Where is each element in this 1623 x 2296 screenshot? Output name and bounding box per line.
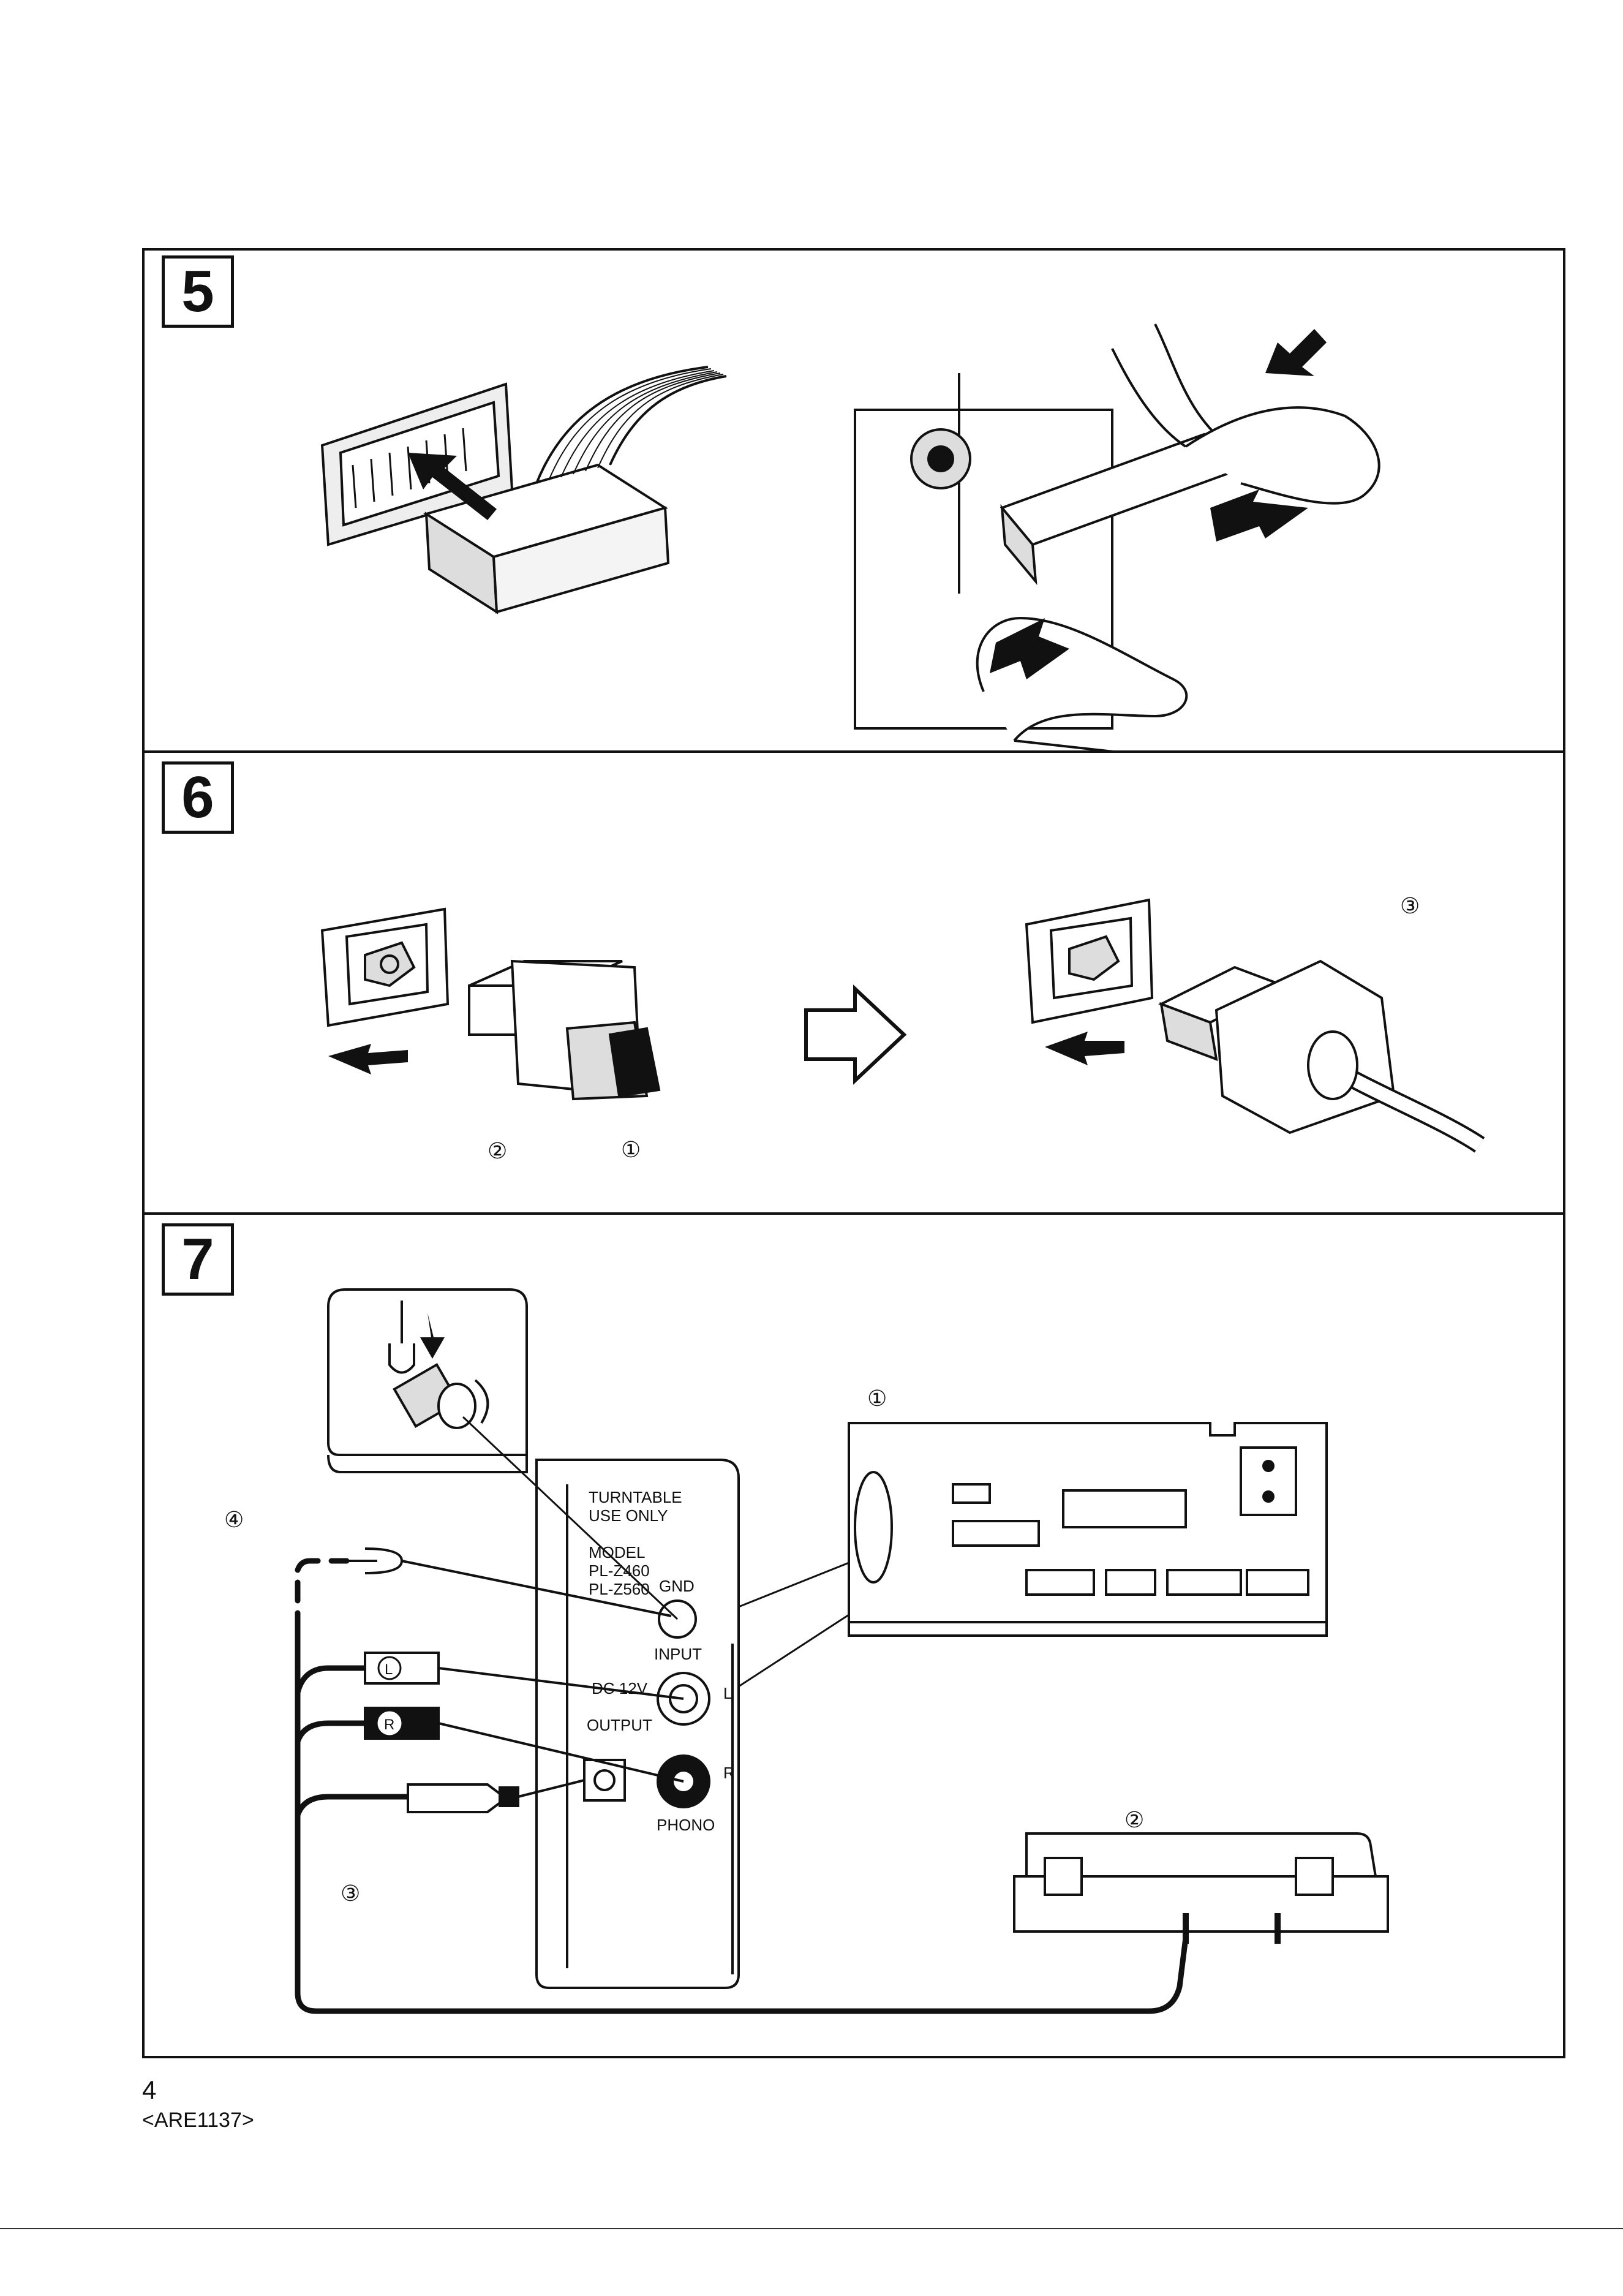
label-turntable: TURNTABLE xyxy=(589,1488,682,1506)
step-7-illustration: TURNTABLE USE ONLY MODEL PL-Z460 PL-Z560… xyxy=(224,1288,1389,2014)
step6-callout-2: ② xyxy=(488,1138,507,1163)
step7-callout-3: ③ xyxy=(341,1881,360,1906)
label-gnd: GND xyxy=(659,1577,695,1595)
divider-6-7 xyxy=(145,1212,1563,1215)
step-6-number: 6 xyxy=(162,761,234,834)
insert-arrow-6 xyxy=(1045,1032,1124,1065)
insert-arrow xyxy=(408,453,497,520)
speaker-terminals xyxy=(1062,1489,1187,1528)
plug-r-label: R xyxy=(384,1716,394,1733)
step6-callout-1: ① xyxy=(621,1137,641,1162)
rca-plug-r xyxy=(364,1707,440,1740)
pull-arrow xyxy=(1210,489,1308,542)
ac-outlet xyxy=(1240,1446,1297,1516)
rca-plug-l xyxy=(364,1652,440,1685)
step-7-number: 7 xyxy=(162,1223,234,1296)
label-phono: PHONO xyxy=(657,1816,715,1834)
right-hand xyxy=(1184,406,1380,505)
step6-callout-3: ③ xyxy=(1400,893,1420,918)
label-l: L xyxy=(723,1684,732,1702)
step-5-illustration xyxy=(320,323,1380,753)
dc-plug xyxy=(407,1783,501,1813)
then-arrow xyxy=(804,984,907,1085)
step7-callout-2: ② xyxy=(1124,1807,1144,1832)
label-model: MODEL xyxy=(589,1543,645,1562)
press-arrow-bottom xyxy=(990,618,1069,679)
step-5-number: 5 xyxy=(162,255,234,328)
label-pl-z560: PL-Z560 xyxy=(589,1580,650,1598)
document-code: <ARE1137> xyxy=(142,2109,254,2132)
rear-panel-closeup xyxy=(535,1459,740,1989)
plug-l-label: L xyxy=(385,1661,393,1678)
amplifier-rear xyxy=(848,1422,1328,1623)
divider-5-6 xyxy=(145,750,1563,753)
step7-callout-1: ① xyxy=(867,1386,887,1411)
step7-callout-4: ④ xyxy=(224,1507,244,1532)
remove-arrow xyxy=(328,1044,408,1074)
instruction-frame: 5 xyxy=(142,248,1565,2058)
label-r: R xyxy=(723,1764,735,1782)
turntable xyxy=(1025,1832,1377,1878)
press-arrow-top xyxy=(1265,329,1327,376)
spade-lug xyxy=(347,1547,404,1574)
bottom-rule xyxy=(0,2228,1623,2229)
page-number: 4 xyxy=(142,2075,157,2104)
label-output: OUTPUT xyxy=(587,1716,652,1734)
label-use-only: USE ONLY xyxy=(589,1506,668,1525)
label-input: INPUT xyxy=(654,1645,702,1663)
phono-area-circle xyxy=(854,1471,893,1584)
step-6-illustration: ① ② ③ xyxy=(320,893,1485,1163)
